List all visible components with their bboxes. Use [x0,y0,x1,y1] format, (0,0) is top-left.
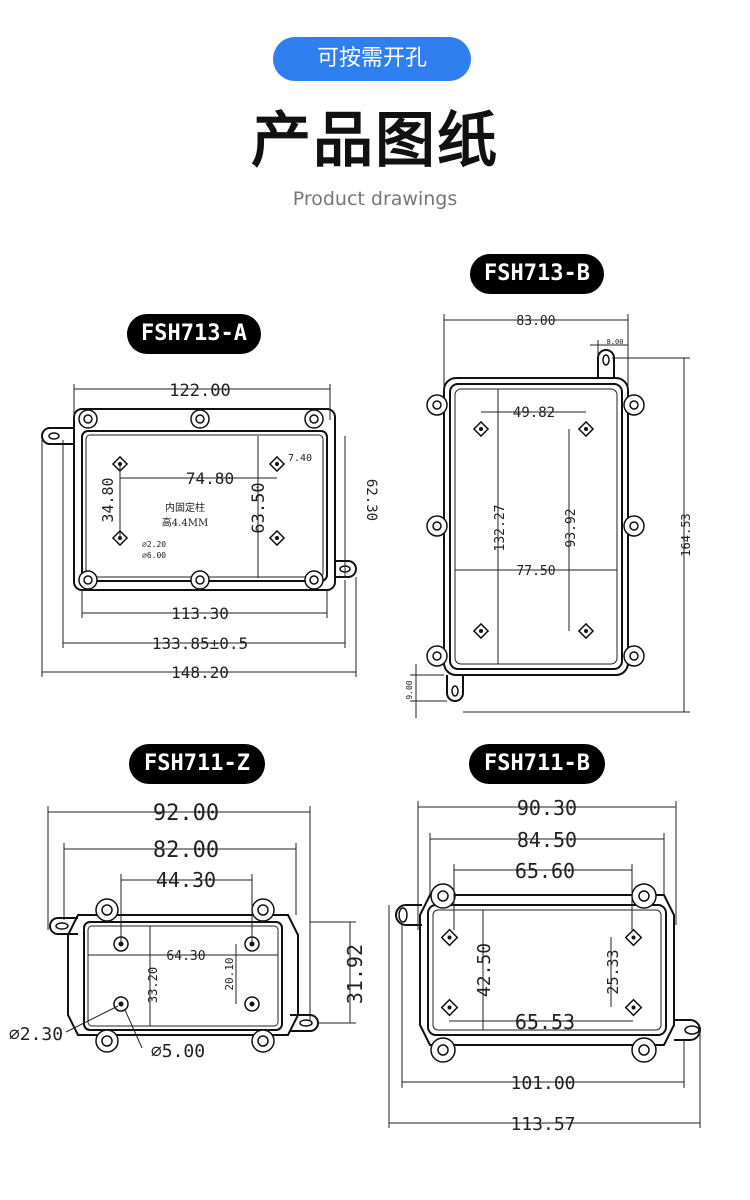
dim-z-w3: 44.30 [156,868,216,892]
dim-a-inner-h: 74.80 [186,469,234,488]
dim-z-v2: 20.10 [223,957,236,990]
page-subtitle: Product drawings [292,188,458,210]
model-label-fsh711-b: FSH711-B [469,744,605,784]
model-label-fsh711-z: FSH711-Z [129,744,265,784]
dim-a-d1: ⌀2.20 [142,540,166,549]
dim-b-bottom: 9.00 [405,680,414,699]
dim-b2-v2: 25.33 [604,949,622,994]
drawing-fsh713-a [41,384,357,677]
dim-b-holes-x: 49.82 [513,405,555,421]
drawing-fsh711-b [388,801,701,1128]
drawing-fsh713-b [410,314,690,718]
note-a-line1: 内固定柱 [165,501,205,514]
model-label-fsh713-a: FSH713-A [127,314,261,354]
dim-b-width: 83.00 [516,314,555,329]
dim-z-w4: 64.30 [166,949,205,964]
dim-b2-w4: 65.53 [515,1010,575,1034]
dim-b-v1: 132.27 [493,505,508,552]
dim-b2-w3: 65.60 [515,859,575,883]
dim-a-v2: 63.50 [249,482,269,533]
note-a-line2: 高4.4MM [162,516,208,529]
dim-a-v3: 62.30 [363,479,379,521]
dim-b2-w1: 90.30 [517,796,577,820]
dim-b-v2: 93.92 [564,508,579,547]
dim-a-inner-w: 113.30 [171,604,229,623]
dim-z-w1: 92.00 [153,801,219,826]
dim-a-width: 122.00 [169,381,230,401]
dim-b2-w6: 113.57 [510,1114,575,1135]
dim-b2-w2: 84.50 [517,828,577,852]
model-label-fsh713-b: FSH713-B [470,254,604,294]
dim-a-d2: ⌀6.00 [142,551,166,560]
dim-z-v1: 33.20 [146,967,160,1003]
dim-b2-w5: 101.00 [510,1073,575,1094]
dim-z-d2: ⌀5.00 [151,1041,205,1062]
dim-a-total: 148.20 [171,663,229,682]
dim-b-height: 164.53 [679,513,693,556]
dim-z-w2: 82.00 [153,838,219,863]
dim-b2-v1: 42.50 [474,943,495,997]
dim-b-mid-x: 77.50 [516,564,555,579]
dim-a-v1: 34.80 [99,477,117,522]
dim-b-tab: 8.00 [607,338,624,346]
drawing-fsh711-z [47,806,356,1053]
dim-z-d1: ⌀2.30 [9,1024,63,1045]
service-badge: 可按需开孔 [273,37,471,81]
dim-a-tol: 133.85±0.5 [152,634,248,653]
dim-z-h: 31.92 [343,944,367,1004]
dim-a-offset: 7.40 [288,453,312,464]
page-title: 产品图纸 [251,106,499,176]
